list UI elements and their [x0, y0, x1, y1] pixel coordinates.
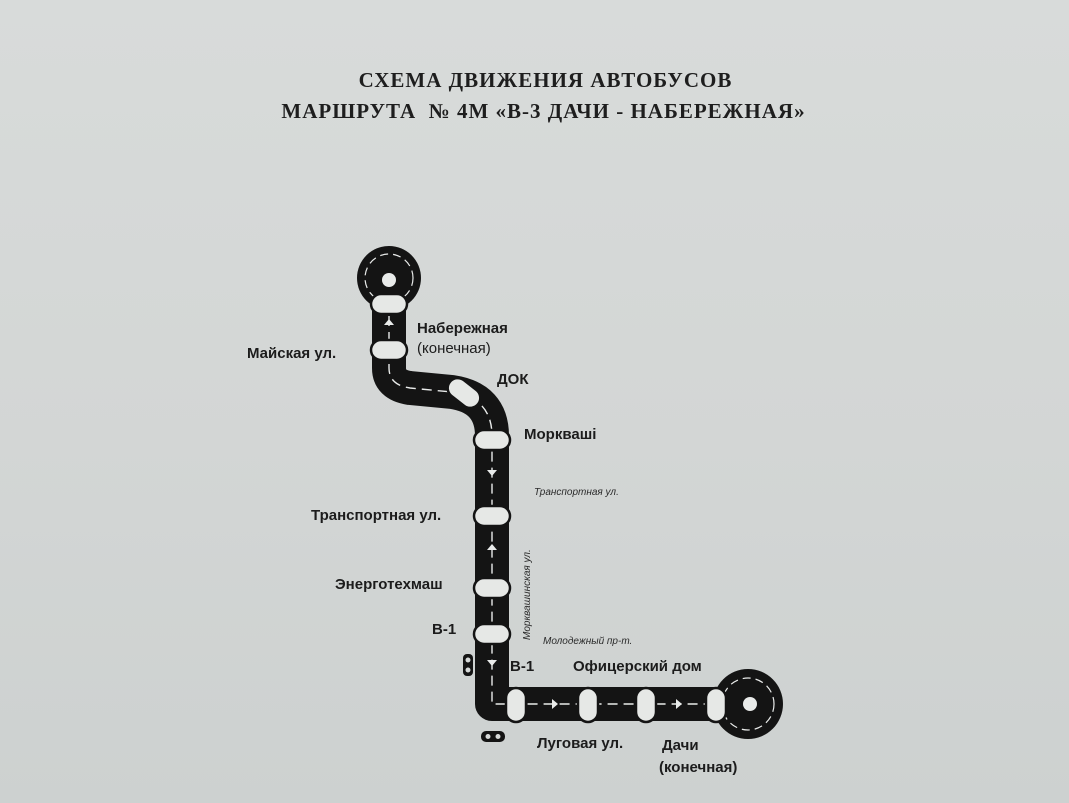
direction-arrows: [384, 319, 682, 709]
stop-dachi-marker[interactable]: [704, 686, 728, 724]
arrow-icon: [487, 470, 497, 476]
arrow-icon: [552, 699, 558, 709]
route-lane-divider: [388, 300, 715, 705]
label-ofitserskiy-dom: Офицерский дом: [573, 658, 702, 675]
stop-mayskaya-marker[interactable]: [369, 338, 409, 362]
arrow-icon: [384, 319, 394, 325]
label-morkvashi: Морквашi: [524, 426, 597, 443]
stop-v1-marker[interactable]: [472, 622, 512, 646]
label-lugovaya: Луговая ул.: [537, 735, 624, 752]
label-dok: ДОК: [497, 371, 529, 388]
arrow-icon: [487, 660, 497, 666]
label-energotekhmash: Энерготехмаш: [335, 576, 443, 593]
terminal-dachi: [713, 669, 783, 739]
label-v1-right: В-1: [510, 658, 535, 675]
stop-ofitserskiy-marker[interactable]: [634, 686, 658, 724]
traffic-light-icon: [463, 654, 473, 676]
label-transportnaya: Транспортная ул.: [311, 507, 442, 524]
label-dachi-terminal: (конечная): [659, 759, 738, 776]
arrow-icon: [487, 544, 497, 550]
label-naberezhnaya: Набережная: [417, 320, 508, 337]
arrow-icon: [676, 699, 682, 709]
label-dachi: Дачи: [662, 737, 699, 754]
stop-mid1-marker[interactable]: [576, 686, 600, 724]
label-v1-left: В-1: [432, 621, 457, 638]
label-naberezhnaya-terminal: (конечная): [417, 340, 491, 357]
map-title-line1: СХЕМА ДВИЖЕНИЯ АВТОБУСОВ: [358, 68, 733, 92]
street-molodezhny: Молодежный пр-т.: [543, 636, 633, 647]
stop-lugovaya-marker[interactable]: [504, 686, 528, 724]
traffic-light-horizontal-icon: [481, 731, 505, 742]
stop-naberezhnaya-marker[interactable]: [369, 292, 409, 316]
street-morkvashinskaya: Морквашинская ул.: [522, 549, 533, 640]
terminal-naberezhnaya: [357, 246, 421, 310]
stop-dok-marker[interactable]: [444, 374, 485, 412]
label-mayskaya: Майская ул.: [247, 345, 337, 362]
stop-markers: [369, 292, 728, 724]
street-transportnaya: Транспортная ул.: [534, 487, 619, 498]
stop-transportnaya-marker[interactable]: [472, 504, 512, 528]
map-title-line2: МАРШРУТА № 4М «В-3 ДАЧИ - НАБЕРЕЖНАЯ»: [281, 99, 806, 123]
stop-morkvashi-marker[interactable]: [472, 428, 512, 452]
stop-energotekhmash-marker[interactable]: [472, 576, 512, 600]
